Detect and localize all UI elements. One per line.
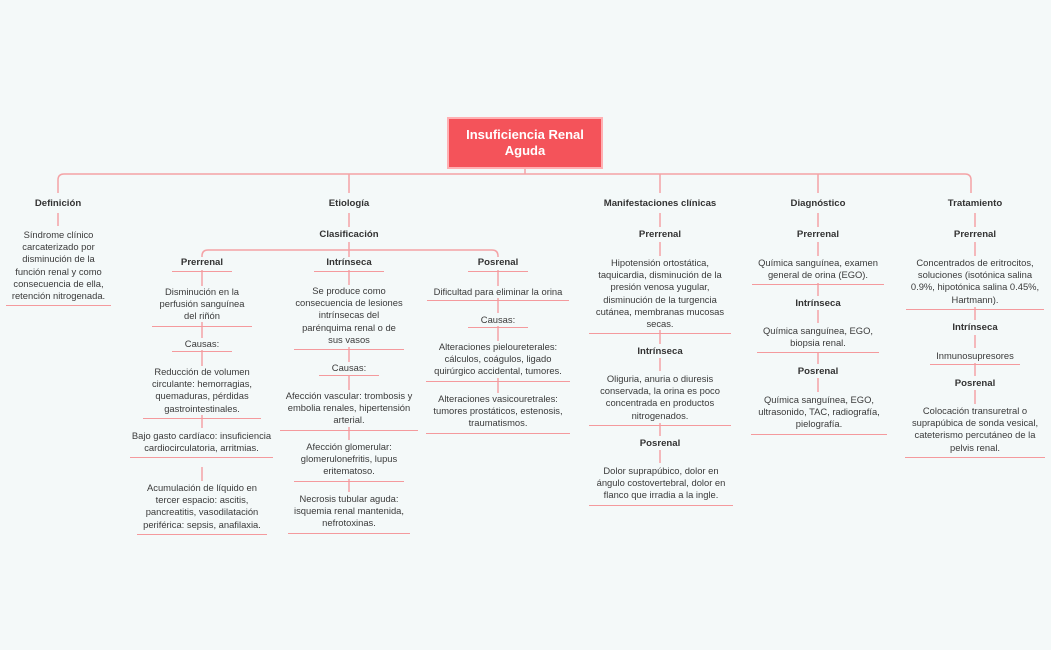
diagnostico-prerrenal-text: Química sanguínea, examen general de ori…: [752, 257, 884, 286]
manifestaciones-prerrenal[interactable]: Prerrenal: [638, 229, 682, 240]
definicion-text: Síndrome clínico carcaterizado por dismi…: [6, 229, 111, 307]
tratamiento-intrinseca-text: Inmunosupresores: [930, 350, 1020, 366]
manifestaciones-prerrenal-text: Hipotensión ortostática, taquicardia, di…: [589, 257, 731, 335]
etiologia-intrinseca-causas: Causas:: [319, 362, 379, 377]
etiologia-posrenal-causas: Causas:: [468, 314, 528, 329]
diagnostico-intrinseca[interactable]: Intrínseca: [795, 298, 841, 309]
branch-etiologia[interactable]: Etiología: [328, 198, 370, 209]
etiologia-posrenal[interactable]: Posrenal: [468, 257, 528, 273]
tratamiento-prerrenal-text: Concentrados de eritrocitos, soluciones …: [906, 257, 1044, 310]
etiologia-intrinseca[interactable]: Intrínseca: [314, 257, 384, 273]
branch-diagnostico[interactable]: Diagnóstico: [790, 198, 846, 209]
diagnostico-posrenal-text: Química sanguínea, EGO, ultrasonido, TAC…: [751, 394, 887, 435]
etiologia-posrenal-text: Dificultad para eliminar la orina: [427, 286, 569, 302]
diagnostico-prerrenal[interactable]: Prerrenal: [796, 229, 840, 240]
tratamiento-prerrenal[interactable]: Prerrenal: [953, 229, 997, 240]
etiologia-prerrenal[interactable]: Prerrenal: [172, 257, 232, 273]
manifestaciones-intrinseca-text: Oliguria, anuria o diuresis conservada, …: [589, 373, 731, 426]
root-title: Insuficiencia Renal Aguda: [466, 127, 584, 158]
etiologia-intrinseca-text: Se produce como consecuencia de lesiones…: [294, 285, 404, 351]
etiologia-posrenal-causa-1: Alteraciones pieloureterales: cálculos, …: [426, 341, 570, 382]
etiologia-clasificacion[interactable]: Clasificación: [319, 229, 379, 240]
manifestaciones-posrenal[interactable]: Posrenal: [639, 438, 681, 449]
diagnostico-intrinseca-text: Química sanguínea, EGO, biopsia renal.: [757, 325, 879, 354]
etiologia-prerrenal-causa-1: Reducción de volumen circulante: hemorra…: [143, 366, 261, 419]
etiologia-prerrenal-causa-3: Acumulación de líquido en tercer espacio…: [137, 482, 267, 535]
etiologia-prerrenal-causas: Causas:: [172, 338, 232, 353]
etiologia-prerrenal-text: Disminución en la perfusión sanguínea de…: [152, 286, 252, 327]
manifestaciones-posrenal-text: Dolor suprapúbico, dolor en ángulo costo…: [589, 465, 733, 506]
root-topic[interactable]: Insuficiencia Renal Aguda: [447, 117, 603, 169]
branch-definicion[interactable]: Definición: [34, 198, 82, 209]
etiologia-posrenal-causa-2: Alteraciones vasicouretrales: tumores pr…: [426, 393, 570, 434]
etiologia-intrinseca-causa-2: Afección glomerular: glomerulonefritis, …: [294, 441, 404, 482]
etiologia-intrinseca-causa-3: Necrosis tubular aguda: isquemia renal m…: [288, 493, 410, 534]
etiologia-intrinseca-causa-1: Afección vascular: trombosis y embolia r…: [280, 390, 418, 431]
tratamiento-posrenal-text: Colocación transuretral o suprapúbica de…: [905, 405, 1045, 458]
diagnostico-posrenal[interactable]: Posrenal: [797, 366, 839, 377]
tratamiento-intrinseca[interactable]: Intrínseca: [952, 322, 998, 333]
manifestaciones-intrinseca[interactable]: Intrínseca: [637, 346, 683, 357]
etiologia-prerrenal-causa-2: Bajo gasto cardíaco: insuficiencia cardi…: [130, 430, 273, 459]
tratamiento-posrenal[interactable]: Posrenal: [954, 378, 996, 389]
branch-tratamiento[interactable]: Tratamiento: [947, 198, 1003, 209]
branch-manifestaciones[interactable]: Manifestaciones clínicas: [603, 198, 717, 209]
